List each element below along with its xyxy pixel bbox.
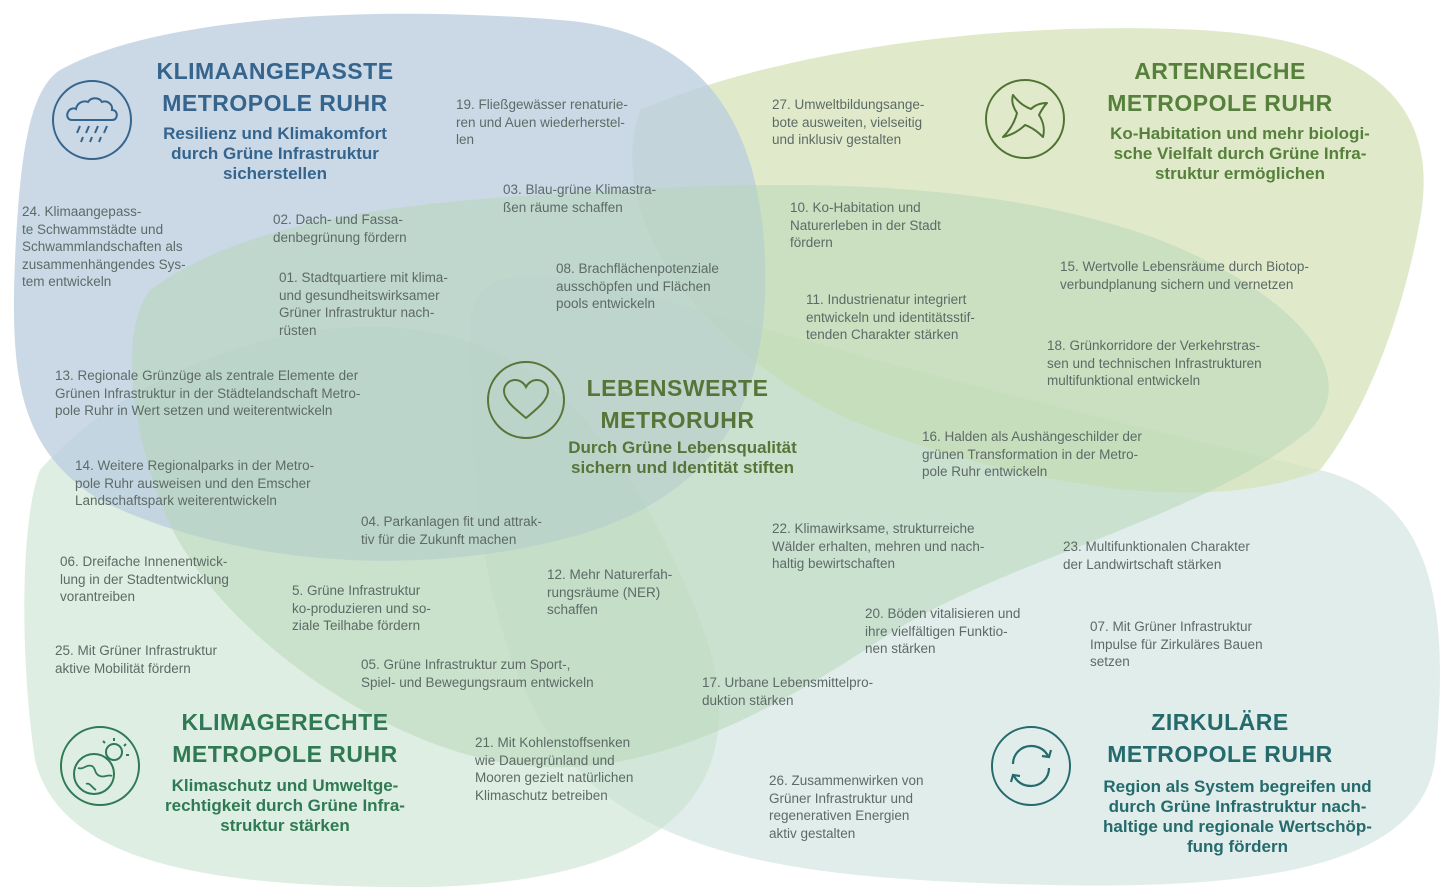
bird-icon xyxy=(985,79,1065,159)
measure-12: 12. Mehr Naturerfah- rungsräume (NER) sc… xyxy=(547,567,673,617)
measure-13: 13. Regionale Grünzüge als zentrale Elem… xyxy=(55,368,361,418)
measure-02: 02. Dach- und Fassa- denbegrünung förder… xyxy=(273,212,407,245)
measure-18: 18. Grünkorridore der Verkehrstras- sen … xyxy=(1047,338,1262,388)
zone-title-line: METROPOLE RUHR xyxy=(1107,90,1333,116)
zone-subtitle-line: durch Grüne Infrastruktur xyxy=(171,144,379,163)
zone-subtitle-line: durch Grüne Infrastruktur nach- xyxy=(1108,797,1367,816)
rain-cloud-icon xyxy=(52,80,132,160)
measure-26: 26. Zusammenwirken von Grüner Infrastruk… xyxy=(769,773,924,841)
measure-25: 25. Mit Grüner Infrastruktur aktive Mobi… xyxy=(55,643,218,676)
zone-subtitle-line: Resilienz und Klimakomfort xyxy=(163,124,387,143)
measure-05: 05. Grüne Infrastruktur zum Sport-, Spie… xyxy=(361,657,594,690)
zone-subtitle-line: sche Vielfalt durch Grüne Infra- xyxy=(1113,144,1367,163)
zone-title-line: METROPOLE RUHR xyxy=(162,90,388,116)
measure-27: 27. Umweltbildungsange- bote ausweiten, … xyxy=(772,97,925,147)
measure-08: 08. Brachflächenpotenziale ausschöpfen u… xyxy=(556,261,719,311)
recycle-arrows-icon xyxy=(991,726,1071,806)
measure-11: 11. Industrienatur integriert entwickeln… xyxy=(806,292,975,342)
zone-title-line: ZIRKULÄRE xyxy=(1151,709,1289,735)
globe-sun-icon xyxy=(60,726,140,806)
zone-subtitle-line: struktur stärken xyxy=(220,816,350,835)
measure-24: 24. Klimaangepass- te Schwammstädte und … xyxy=(22,204,186,289)
zone-subtitle-line: Region als System begreifen und xyxy=(1103,777,1372,796)
zone-title-line: LEBENSWERTE xyxy=(586,375,769,401)
zone-subtitle-line: fung fördern xyxy=(1186,837,1289,856)
measure-17: 17. Urbane Lebensmittelpro- duktion stär… xyxy=(702,675,874,708)
zone-subtitle-line: sicherstellen xyxy=(223,164,327,183)
zone-subtitle-line: Durch Grüne Lebensqualität xyxy=(568,438,797,457)
measure-14: 14. Weitere Regionalparks in der Metro- … xyxy=(75,458,315,508)
zone-title-line: KLIMAANGEPASSTE xyxy=(156,58,394,84)
measure-06: 06. Dreifache Innenentwick- lung in der … xyxy=(60,554,229,604)
zone-title-line: METRORUHR xyxy=(600,407,755,433)
measure-21: 21. Mit Kohlenstoffsenken wie Dauergrünl… xyxy=(475,735,634,803)
measure-23: 23. Multifunktionalen Charakter der Land… xyxy=(1063,539,1250,572)
measure-10: 10. Ko-Habitation und Naturerleben in de… xyxy=(790,200,941,250)
zone-title-line: METROPOLE RUHR xyxy=(172,741,398,767)
measure-01: 01. Stadtquartiere mit klima- und gesund… xyxy=(279,270,448,338)
measure-16: 16. Halden als Aushängeschilder der grün… xyxy=(922,429,1142,479)
zone-subtitle-line: struktur ermöglichen xyxy=(1154,164,1326,183)
measure-03: 03. Blau-grüne Klimastra- ßen räume scha… xyxy=(503,182,657,215)
measure-5: 5. Grüne Infrastruktur ko-produzieren un… xyxy=(292,583,431,633)
measure-07: 07. Mit Grüner Infrastruktur Impulse für… xyxy=(1090,619,1263,669)
zone-subtitle-line: Ko-Habitation und mehr biologi- xyxy=(1110,124,1370,143)
measure-04: 04. Parkanlagen fit und attrak- tiv für … xyxy=(361,514,542,547)
zone-title-line: KLIMAGERECHTE xyxy=(181,709,389,735)
measure-19: 19. Fließgewässer renaturie- ren und Aue… xyxy=(456,97,628,147)
zone-subtitle-line: sichern und Identität stiften xyxy=(571,458,794,477)
measure-15: 15. Wertvolle Lebensräume durch Biotop- … xyxy=(1060,259,1309,292)
zone-title-line: ARTENREICHE xyxy=(1134,58,1306,84)
measure-20: 20. Böden vitalisieren und ihre vielfält… xyxy=(865,606,1021,656)
zone-subtitle-line: rechtigkeit durch Grüne Infra- xyxy=(165,796,405,815)
heart-icon xyxy=(487,361,565,439)
zone-subtitle-line: haltige und regionale Wertschöp- xyxy=(1103,817,1372,836)
measure-22: 22. Klimawirksame, strukturreiche Wälder… xyxy=(772,521,985,571)
lebenswert-zone xyxy=(131,185,1329,768)
zone-subtitle-line: Klimaschutz und Umweltge- xyxy=(171,776,399,795)
zone-title-line: METROPOLE RUHR xyxy=(1107,741,1333,767)
